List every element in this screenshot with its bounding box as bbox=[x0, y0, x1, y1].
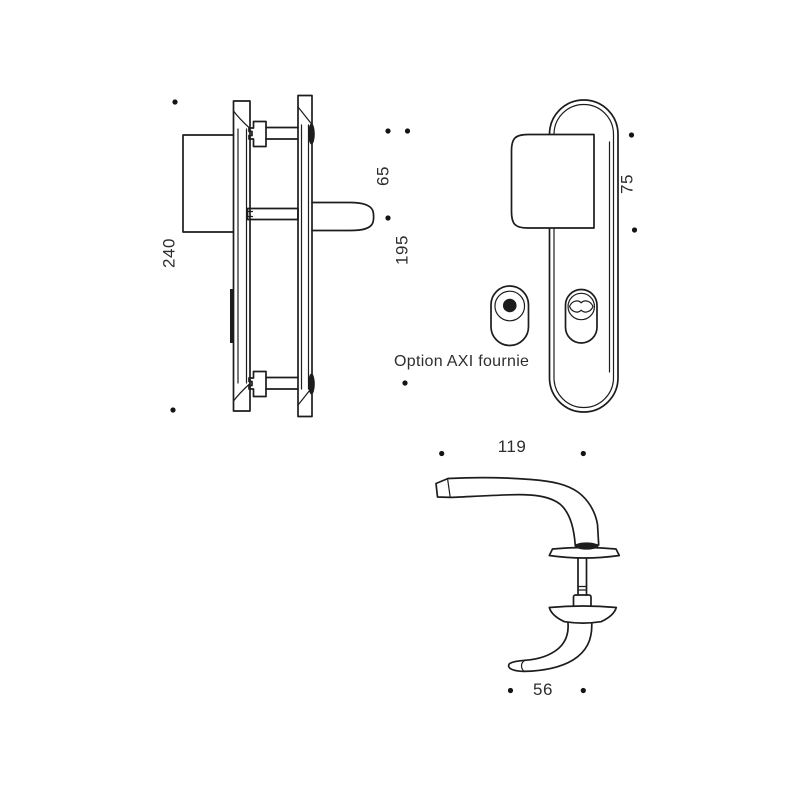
dim-grip-offset: 65 bbox=[373, 166, 392, 186]
dim-plate-length: 240 bbox=[159, 238, 178, 268]
security-plate-outline bbox=[548, 99, 619, 413]
inner-plate-side bbox=[297, 94, 313, 418]
lever-arm bbox=[435, 476, 600, 546]
ref-dot bbox=[507, 687, 514, 694]
bottom-rose bbox=[548, 605, 618, 624]
reference-dots bbox=[170, 99, 638, 694]
bolt-head-top bbox=[308, 123, 315, 145]
axi-pin bbox=[502, 298, 517, 313]
lock-body bbox=[182, 134, 235, 233]
ref-dot bbox=[580, 450, 586, 457]
front-view-drawing bbox=[510, 99, 619, 413]
ref-dot bbox=[385, 128, 391, 134]
ref-dot bbox=[439, 450, 445, 457]
fixing-bolt-top bbox=[248, 120, 315, 148]
spindle-bar bbox=[246, 207, 299, 221]
dim-plate-width: 75 bbox=[617, 174, 636, 194]
ref-dot bbox=[170, 407, 176, 413]
cylinder-keyhole bbox=[564, 288, 598, 344]
ref-dot bbox=[172, 99, 178, 105]
side-view-drawing bbox=[182, 94, 375, 418]
option-axi-note: Option AXI fournie bbox=[394, 353, 529, 370]
axi-escutcheon bbox=[490, 285, 530, 347]
dimension-labels: 240 65 195 75 119 56 Option AXI fournie bbox=[159, 166, 636, 699]
euro-keyway bbox=[568, 300, 594, 313]
lever-tip-face bbox=[447, 478, 451, 498]
bolt-head-bottom bbox=[308, 373, 315, 395]
lever-top-view-drawing bbox=[435, 476, 621, 673]
hook-grip bbox=[507, 618, 593, 673]
dim-lever-length: 119 bbox=[498, 437, 527, 456]
outer-plate-side bbox=[230, 100, 251, 412]
dim-lever-depth: 56 bbox=[533, 680, 553, 699]
ref-dot bbox=[628, 132, 635, 138]
ref-dot bbox=[631, 227, 638, 233]
ref-dot bbox=[404, 128, 411, 134]
hook-tip-face bbox=[520, 659, 526, 672]
dim-grip-height: 195 bbox=[392, 235, 411, 265]
grip-side-profile bbox=[311, 201, 375, 232]
ref-dot bbox=[402, 380, 408, 386]
ref-dot bbox=[580, 687, 586, 694]
cylinder-guard-edge bbox=[230, 289, 234, 343]
security-plate-bevel bbox=[553, 103, 615, 409]
top-rose bbox=[548, 546, 621, 559]
ref-dot bbox=[385, 215, 391, 221]
fixing-bolt-bottom bbox=[248, 370, 315, 398]
neck-junction-shadow bbox=[574, 542, 599, 550]
pull-grip-front bbox=[510, 133, 595, 229]
lever-spindle bbox=[572, 556, 592, 608]
